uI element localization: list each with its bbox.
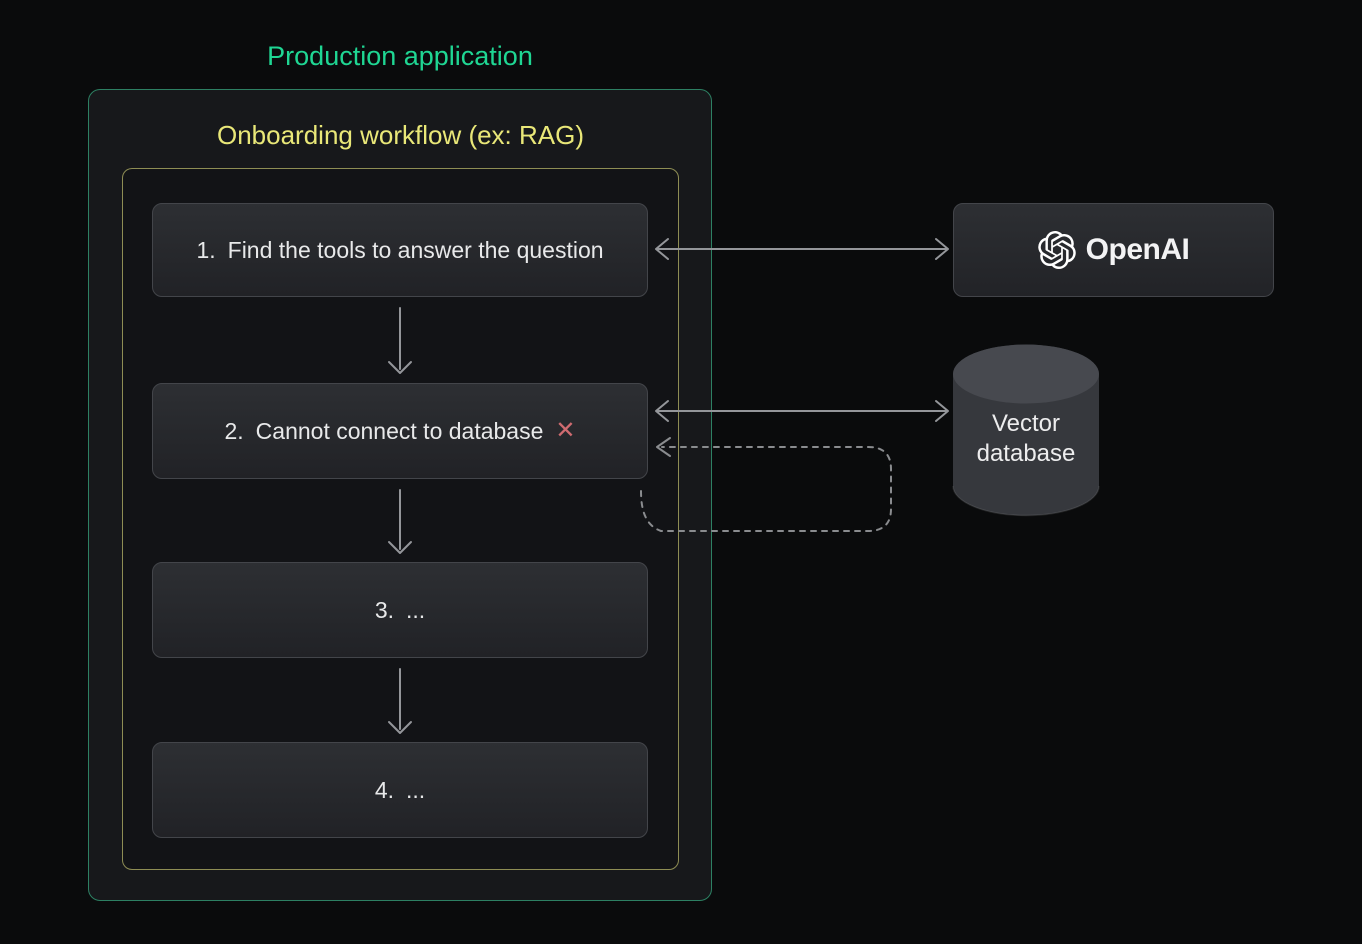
production-application-title: Production application: [267, 41, 533, 71]
step-number: 1.: [196, 236, 216, 263]
step-2-cannot-connect: 2. Cannot connect to database ✕: [152, 383, 648, 479]
vector-database-line1: Vector: [991, 410, 1061, 437]
openai-box: OpenAI: [953, 203, 1274, 297]
step-label: Find the tools to answer the question: [227, 236, 604, 263]
step-label: ...: [406, 596, 426, 623]
step-4-ellipsis: 4....: [152, 742, 648, 838]
vector-database-line2: database: [976, 440, 1076, 467]
openai-label: OpenAI: [1085, 233, 1190, 266]
step-3-ellipsis: 3....: [152, 562, 648, 658]
step-number: 3.: [374, 596, 394, 623]
onboarding-workflow-title: Onboarding workflow (ex: RAG): [216, 120, 585, 150]
openai-logo-icon: [1037, 231, 1076, 269]
vector-database-label: Vector database: [953, 409, 1099, 469]
step-number: 4.: [374, 776, 394, 803]
step-label: ...: [406, 776, 426, 803]
error-x-icon: ✕: [555, 417, 576, 444]
step-1-find-tools: 1. Find the tools to answer the question: [152, 203, 648, 297]
step-label: Cannot connect to database: [255, 417, 544, 444]
step-number: 2.: [224, 417, 244, 444]
